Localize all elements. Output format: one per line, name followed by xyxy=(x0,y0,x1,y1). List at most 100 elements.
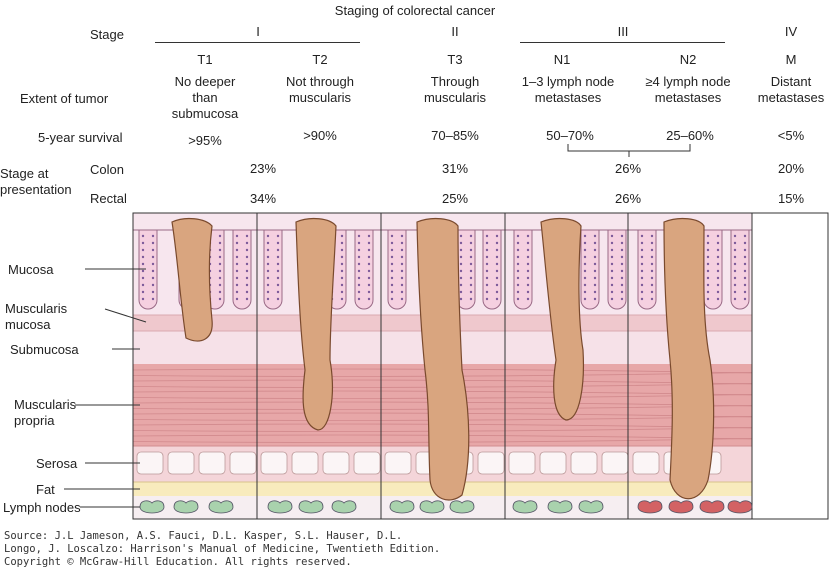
extent-t2-2: muscularis xyxy=(288,90,352,105)
stage-iii-underline xyxy=(520,42,725,43)
cell-nucleus xyxy=(593,234,597,238)
cell-nucleus xyxy=(245,241,249,245)
cell-nucleus xyxy=(459,297,463,301)
cell-nucleus xyxy=(526,241,530,245)
cell-nucleus xyxy=(733,290,737,294)
cell-nucleus xyxy=(706,269,710,273)
cell-nucleus xyxy=(650,297,654,301)
cell-nucleus xyxy=(390,248,394,252)
cell-nucleus xyxy=(526,255,530,259)
row-label-presentation-1: Stage at xyxy=(0,166,49,181)
cell-nucleus xyxy=(716,283,720,287)
cell-nucleus xyxy=(340,283,344,287)
cell-nucleus xyxy=(390,283,394,287)
cell-nucleus xyxy=(495,290,499,294)
cell-nucleus xyxy=(733,262,737,266)
cell-nucleus xyxy=(640,276,644,280)
source-line-3: Copyright © McGraw-Hill Education. All r… xyxy=(4,556,352,568)
source-line-1: Source: J.L Jameson, A.S. Fauci, D.L. Ka… xyxy=(4,530,403,542)
stage-numeral-iv: IV xyxy=(784,24,798,39)
cell-nucleus xyxy=(390,241,394,245)
extent-n1-1: 1–3 lymph node xyxy=(521,74,615,89)
lymph-node xyxy=(208,500,234,514)
cell-nucleus xyxy=(583,297,587,301)
cell-nucleus xyxy=(640,262,644,266)
stage-numeral-ii: II xyxy=(451,24,459,39)
cell-nucleus xyxy=(526,269,530,273)
cell-nucleus xyxy=(141,276,145,280)
cell-nucleus xyxy=(583,290,587,294)
lymph-node xyxy=(419,500,445,514)
cell-nucleus xyxy=(459,262,463,266)
cell-nucleus xyxy=(459,255,463,259)
cell-nucleus xyxy=(706,297,710,301)
col-code-t2: T2 xyxy=(312,52,328,67)
col-code-t3: T3 xyxy=(447,52,463,67)
cell-nucleus xyxy=(390,297,394,301)
cell-nucleus xyxy=(400,255,404,259)
cell-nucleus xyxy=(469,269,473,273)
cell-nucleus xyxy=(583,276,587,280)
serosa-cell xyxy=(260,451,288,475)
cell-nucleus xyxy=(593,290,597,294)
cell-nucleus xyxy=(266,297,270,301)
cell-nucleus xyxy=(743,234,747,238)
cell-nucleus xyxy=(218,262,222,266)
stage-i-underline xyxy=(155,42,360,43)
cell-nucleus xyxy=(245,234,249,238)
cell-nucleus xyxy=(218,234,222,238)
cell-nucleus xyxy=(526,276,530,280)
cell-nucleus xyxy=(650,248,654,252)
cell-nucleus xyxy=(390,269,394,273)
survival-n1: 50–70% xyxy=(546,128,594,143)
cell-nucleus xyxy=(733,234,737,238)
crypt xyxy=(387,230,407,310)
cell-nucleus xyxy=(266,248,270,252)
cell-nucleus xyxy=(459,241,463,245)
layer-label-muscularis-mucosa-1: Muscularis xyxy=(5,301,68,316)
cell-nucleus xyxy=(640,297,644,301)
cell-nucleus xyxy=(151,290,155,294)
cell-nucleus xyxy=(485,234,489,238)
lymph-node xyxy=(173,500,199,514)
cell-nucleus xyxy=(583,248,587,252)
layer-label-lymph-nodes: Lymph nodes xyxy=(3,500,81,515)
cell-nucleus xyxy=(593,248,597,252)
layer-label-muscularis-propria-2: propria xyxy=(14,413,55,428)
survival-t2: >90% xyxy=(303,128,337,143)
cell-nucleus xyxy=(276,241,280,245)
cell-nucleus xyxy=(276,255,280,259)
survival-t1: >95% xyxy=(188,133,222,148)
cell-nucleus xyxy=(485,283,489,287)
serosa-cell xyxy=(136,451,164,475)
cell-nucleus xyxy=(400,262,404,266)
cell-nucleus xyxy=(367,290,371,294)
tumor-t1 xyxy=(171,217,213,342)
serosa-cell xyxy=(229,451,257,475)
serosa-cell xyxy=(384,451,412,475)
cell-nucleus xyxy=(218,255,222,259)
cell-nucleus xyxy=(593,269,597,273)
cell-nucleus xyxy=(367,276,371,280)
cell-nucleus xyxy=(357,297,361,301)
cell-nucleus xyxy=(235,290,239,294)
extent-m-2: metastases xyxy=(757,90,825,105)
cell-nucleus xyxy=(469,241,473,245)
cell-nucleus xyxy=(357,276,361,280)
cell-nucleus xyxy=(593,241,597,245)
crypt xyxy=(730,230,750,310)
extent-t1-2: than xyxy=(192,90,218,105)
tumor-n2 xyxy=(663,217,715,500)
cell-nucleus xyxy=(620,248,624,252)
malignant-lymph-node xyxy=(668,500,694,514)
cell-nucleus xyxy=(743,248,747,252)
cell-nucleus xyxy=(485,262,489,266)
cell-nucleus xyxy=(141,248,145,252)
cell-nucleus xyxy=(610,255,614,259)
cell-nucleus xyxy=(235,248,239,252)
cell-nucleus xyxy=(245,290,249,294)
cell-nucleus xyxy=(743,255,747,259)
cell-nucleus xyxy=(526,290,530,294)
cell-nucleus xyxy=(459,276,463,280)
survival-t3: 70–85% xyxy=(431,128,479,143)
